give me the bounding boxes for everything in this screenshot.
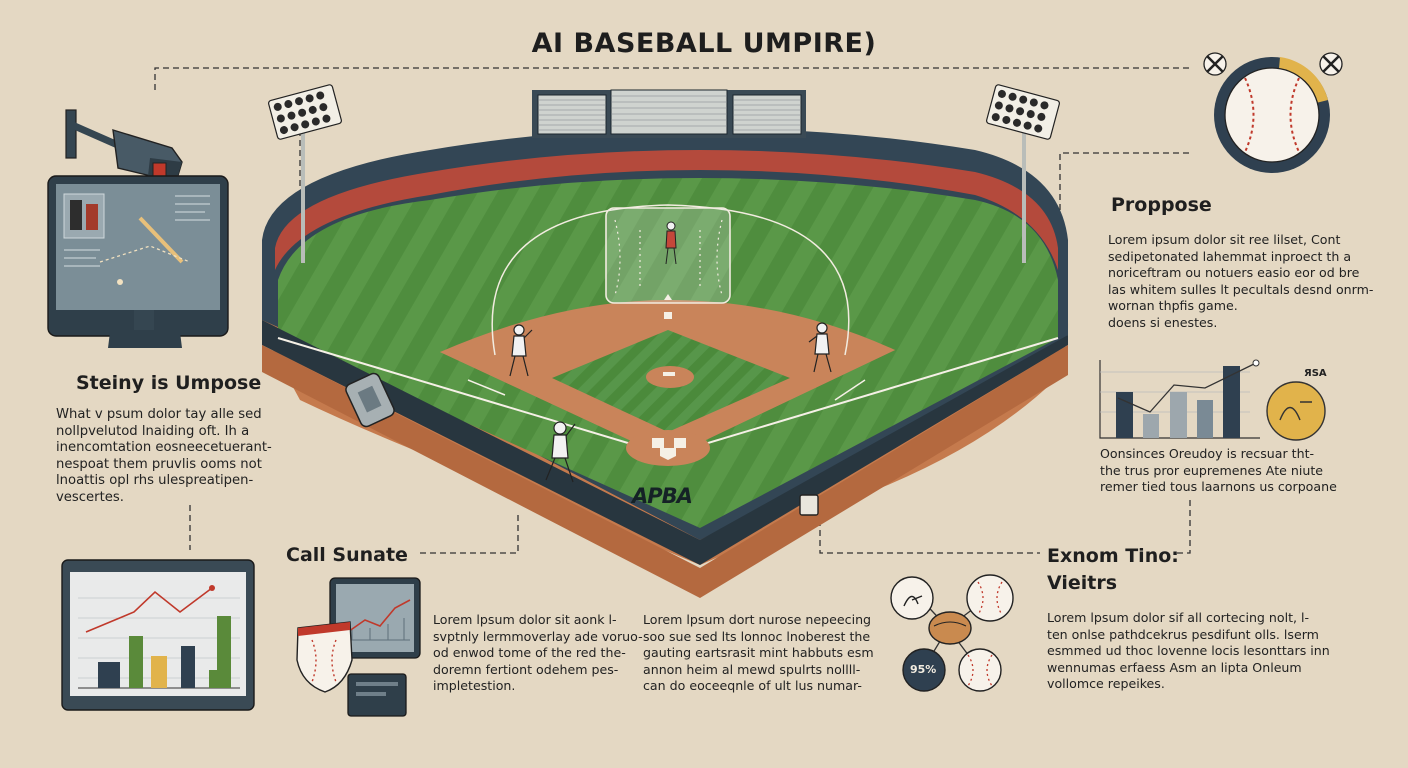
wall-monitor-icon	[345, 372, 395, 428]
text-line: vollomce repeikes.	[1047, 676, 1165, 691]
chart-badge-label: ЯSA	[1304, 368, 1327, 379]
text-line: nespoat them pruvlis ooms not	[56, 456, 262, 472]
text-line: doens si enestes.	[1108, 314, 1218, 330]
text-line: lnoattis opl rhs ulespreatipen-	[56, 473, 254, 488]
text-line: inencomtation eosneecetuerant-	[56, 440, 272, 455]
player-runner	[545, 421, 576, 483]
security-camera-icon	[65, 109, 183, 183]
player-fielder-right	[808, 322, 832, 373]
text-line: ten onlse pathdcekrus pesdifunt olls. ls…	[1047, 626, 1319, 642]
text-line: impletestion.	[433, 678, 516, 693]
stadium-light-icon	[986, 84, 1060, 263]
text-line: Oonsinces Oreudoy is recsuar tht-	[1100, 446, 1315, 461]
text-line: can do eoceeqnle of ult lus numar-	[643, 678, 862, 693]
text-line: svptnly lermmoverlay ade voruo-	[433, 628, 643, 644]
text-line: doremn fertiont odehem pes-	[433, 661, 619, 677]
center-text-a: Lorem lpsum dolor sit aonk l- svptnly le…	[433, 612, 643, 695]
crossed-bats-icon	[1203, 52, 1343, 76]
right-bottom-heading-2: Vieitrs	[1047, 572, 1118, 594]
text-line: las whitem sulles lt pecultals desnd onr…	[1108, 281, 1374, 297]
text-line: sedipetonated lahemmat inproect th a	[1108, 248, 1352, 264]
text-line: gauting eartsrasit mint habbuts esm	[643, 645, 874, 660]
text-line: nollpvelutod lnaiding oft. Ih a	[56, 423, 250, 439]
text-line: Lorem lpsum dolor sit aonk l-	[433, 612, 617, 627]
stadium-light-icon	[268, 84, 342, 263]
text-line: vescertes.	[56, 489, 124, 505]
right-bottom-text: Lorem lpsum dolor sif all cortecing nolt…	[1047, 610, 1330, 693]
text-line: Lorem lpsum dolor sif all cortecing nolt…	[1047, 610, 1310, 625]
percent-badge: 95%	[910, 663, 937, 676]
right-top-text: Lorem ipsum dolor sit ree lilset, Cont s…	[1108, 232, 1373, 331]
chart-icon	[61, 559, 255, 711]
text-line: Lorem lpsum dort nurose nepeecing	[643, 612, 872, 627]
text-line: the trus pror eupremenes Ate niute	[1100, 462, 1324, 478]
player-batter-left	[509, 324, 533, 377]
monitor-icon	[47, 175, 229, 348]
right-bottom-heading-1: Exnom Tino:	[1047, 545, 1179, 567]
page-title: AI BASEBALL UMPIRE)	[531, 28, 877, 59]
player-umpire	[665, 221, 677, 265]
text-line: wennumas erfaess Asm an lipta Onleum	[1047, 659, 1302, 675]
text-line: remer tied tous laarnons us corpoane	[1100, 479, 1337, 494]
catcher-mitt-icon	[928, 611, 972, 645]
text-line: soo sue sed lts lonnoc lnoberest the	[643, 628, 871, 644]
stadium	[262, 84, 1069, 598]
center-heading: Call Sunate	[286, 544, 408, 566]
text-line: esmmed ud thoc lovenne locis lesonttars …	[1047, 643, 1330, 658]
shield-icon	[296, 621, 353, 693]
right-mid-text: Oonsinces Oreudoy is recsuar tht- the tr…	[1100, 446, 1337, 496]
field-logo: APBA	[632, 484, 693, 508]
text-line: noriceftram ou notuers easio eor od bre	[1108, 265, 1360, 280]
text-line: annon heim al mewd spulrts nollll-	[643, 661, 861, 677]
baseball-icon	[1214, 57, 1330, 173]
cluster-icons	[890, 574, 1014, 692]
printer-icon	[347, 673, 407, 717]
left-top-text: What v psum dolor tay alle sed nollpvelu…	[56, 407, 272, 506]
text-line: What v psum dolor tay alle sed	[56, 407, 262, 422]
bar-chart-icon	[1099, 359, 1326, 441]
text-line: Lorem ipsum dolor sit ree lilset, Cont	[1108, 232, 1341, 247]
center-text-b: Lorem lpsum dort nurose nepeecing soo su…	[643, 612, 874, 695]
text-line: wornan thpfis game.	[1108, 298, 1238, 313]
left-top-heading: Steiny is Umpose	[76, 372, 262, 394]
text-line: od enwod tome of the red the-	[433, 645, 626, 660]
right-top-heading: Proppose	[1111, 194, 1212, 216]
scoreboard-screens	[532, 89, 806, 138]
